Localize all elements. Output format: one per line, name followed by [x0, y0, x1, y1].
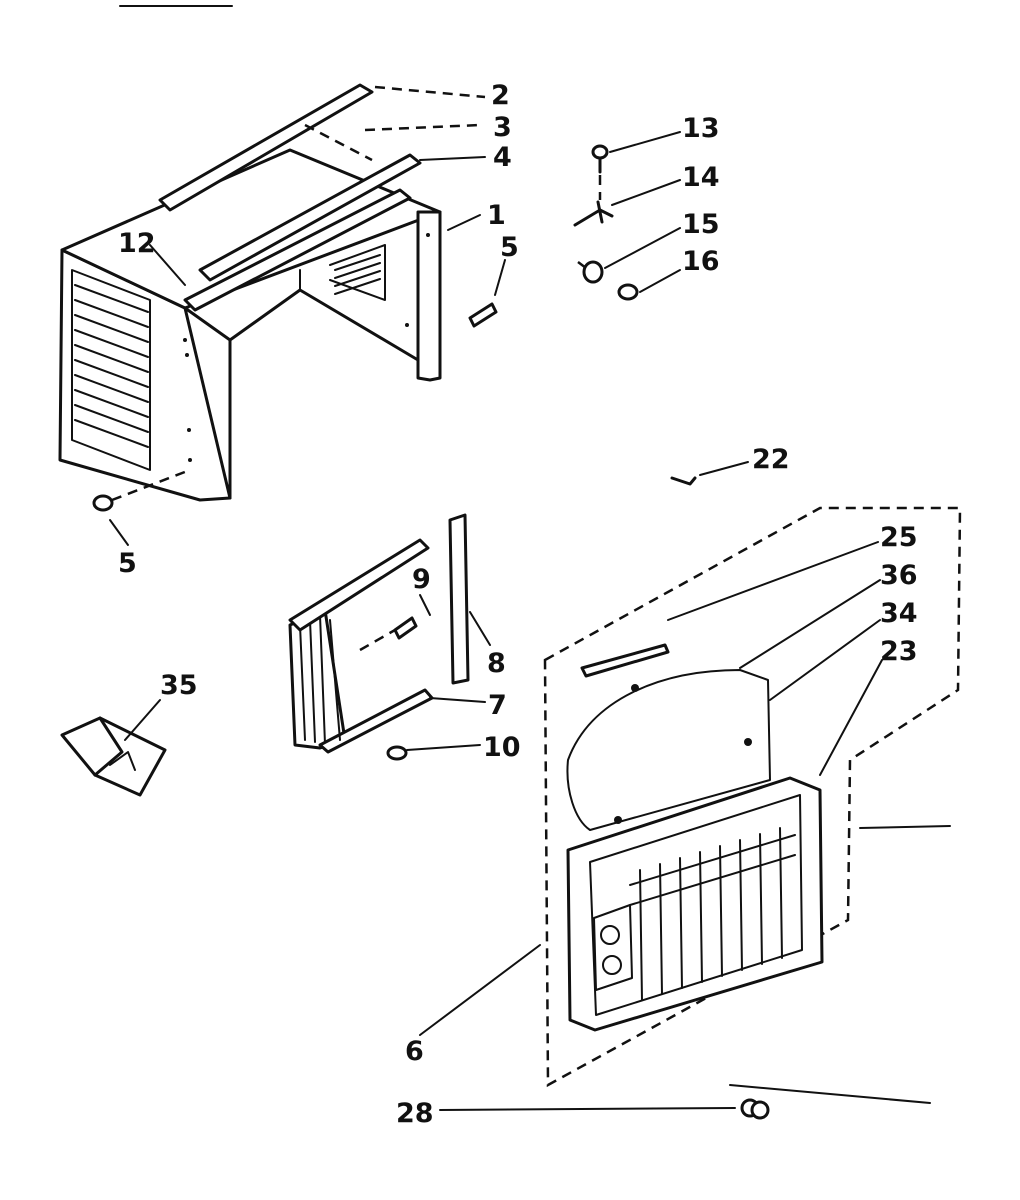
screw-5-right	[468, 302, 498, 328]
label-2: 2	[491, 80, 510, 111]
screw-9	[359, 616, 418, 652]
label-5-left: 5	[118, 548, 137, 579]
label-8: 8	[487, 648, 506, 679]
front-group-outline	[543, 506, 962, 1088]
label-12: 12	[118, 228, 156, 259]
right-vent	[329, 244, 386, 301]
label-1: 1	[487, 200, 506, 231]
label-10: 10	[483, 732, 521, 763]
side-rail-12	[183, 188, 412, 312]
label-6: 6	[405, 1036, 424, 1067]
label-28: 28	[396, 1098, 434, 1129]
label-25: 25	[880, 522, 918, 553]
label-9: 9	[412, 564, 431, 595]
label-5-right: 5	[500, 232, 519, 263]
side-curtain-assembly	[288, 538, 434, 754]
control-knobs	[593, 904, 633, 991]
fastener-28	[740, 1098, 770, 1120]
left-louvers	[71, 269, 151, 471]
hardware-13-16	[573, 144, 639, 301]
label-16: 16	[682, 246, 720, 277]
label-3: 3	[493, 112, 512, 143]
label-35: 35	[160, 670, 198, 701]
part-35	[60, 716, 167, 797]
label-4: 4	[493, 142, 512, 173]
label-23: 23	[880, 636, 918, 667]
grille-vanes	[629, 827, 796, 1001]
leader-lines	[109, 85, 883, 1111]
panel-8	[448, 513, 470, 685]
filter-36	[566, 669, 771, 831]
label-14: 14	[682, 162, 720, 193]
label-13: 13	[682, 113, 720, 144]
label-36: 36	[880, 560, 918, 591]
label-7: 7	[488, 690, 507, 721]
label-34: 34	[880, 598, 918, 629]
label-15: 15	[682, 209, 720, 240]
grille-23	[566, 776, 824, 1032]
filter-25	[580, 643, 670, 678]
part-labels: 2 3 4 1 5 12 5 13 14 15 16 22 25 36 34 2…	[118, 80, 918, 1129]
screw-5-left	[92, 468, 191, 512]
cabinet-shell	[58, 148, 442, 502]
top-rail-4	[198, 153, 422, 282]
label-22: 22	[752, 444, 790, 475]
top-rail-2	[158, 83, 374, 212]
screw-10	[386, 745, 408, 761]
